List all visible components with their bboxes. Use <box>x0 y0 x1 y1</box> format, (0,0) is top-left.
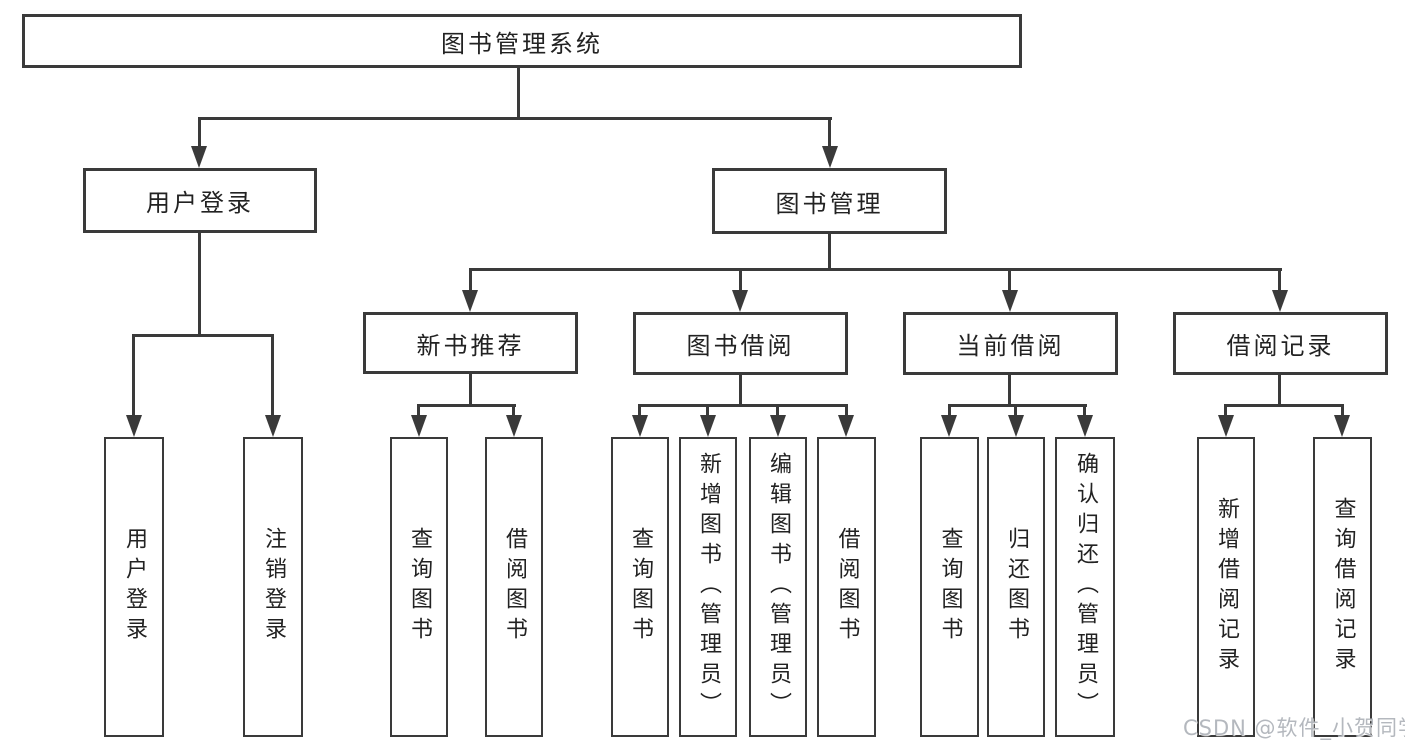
connector-line <box>1278 373 1281 407</box>
connector-line <box>132 334 274 337</box>
arrow-down-icon <box>770 415 786 437</box>
connector-line <box>1341 404 1344 420</box>
arrow-down-icon <box>1002 290 1018 312</box>
arrow-down-icon <box>126 415 142 437</box>
connector-line <box>517 67 520 120</box>
leaf-query-books-current: 查询图书 <box>920 437 979 737</box>
node-library-management-system: 图书管理系统 <box>22 14 1022 68</box>
leaf-label: 借阅图书 <box>502 527 527 647</box>
connector-line <box>417 404 420 420</box>
leaf-label: 查询图书 <box>407 527 432 647</box>
leaf-query-books-borrowing: 查询图书 <box>611 437 669 737</box>
node-new-book-recommendation: 新书推荐 <box>363 312 578 374</box>
connector-line <box>512 404 515 420</box>
connector-line <box>828 117 831 150</box>
connector-line <box>739 268 742 295</box>
node-label: 用户登录 <box>146 189 254 217</box>
node-user-login: 用户登录 <box>83 168 317 233</box>
connector-line <box>1224 404 1227 420</box>
node-book-borrowing: 图书借阅 <box>633 312 848 375</box>
leaf-label: 用户登录 <box>122 527 147 647</box>
arrow-down-icon <box>1218 415 1234 437</box>
connector-line <box>469 268 1282 271</box>
leaf-user-login: 用户登录 <box>104 437 164 737</box>
arrow-down-icon <box>265 415 281 437</box>
arrow-down-icon <box>411 415 427 437</box>
node-label: 图书管理系统 <box>441 29 603 58</box>
connector-line <box>1008 373 1011 407</box>
connector-line <box>198 231 201 337</box>
connector-line <box>948 404 1087 407</box>
node-label: 图书管理 <box>775 189 884 218</box>
arrow-down-icon <box>822 146 838 168</box>
arrow-down-icon <box>941 415 957 437</box>
leaf-label: 查询图书 <box>628 527 653 647</box>
leaf-borrow-books-borrowing: 借阅图书 <box>817 437 876 737</box>
arrow-down-icon <box>191 146 207 168</box>
node-book-management: 图书管理 <box>712 168 947 234</box>
connector-line <box>638 404 641 420</box>
connector-line <box>1083 404 1086 420</box>
leaf-query-books-recommendation: 查询图书 <box>390 437 448 737</box>
arrow-down-icon <box>462 290 478 312</box>
leaf-add-borrow-record: 新增借阅记录 <box>1197 437 1255 737</box>
connector-line <box>132 334 135 418</box>
arrow-down-icon <box>1334 415 1350 437</box>
connector-line <box>271 334 274 418</box>
leaf-label: 借阅图书 <box>834 527 860 647</box>
arrow-down-icon <box>632 415 648 437</box>
node-label: 当前借阅 <box>956 332 1065 360</box>
leaf-label: 查询图书 <box>937 527 963 647</box>
node-label: 借阅记录 <box>1226 332 1335 360</box>
connector-line <box>638 404 848 407</box>
connector-line <box>1224 404 1344 407</box>
arrow-down-icon <box>700 415 716 437</box>
connector-line <box>1008 268 1011 295</box>
connector-line <box>469 268 472 295</box>
watermark-csdn: CSDN @软件_小贺同学 <box>1183 716 1405 740</box>
leaf-label: 注销登录 <box>261 527 286 647</box>
leaf-label: 编辑图书（管理员） <box>766 452 791 722</box>
node-label: 新书推荐 <box>416 331 525 360</box>
leaf-return-books: 归还图书 <box>987 437 1045 737</box>
arrow-down-icon <box>838 415 854 437</box>
leaf-edit-books-admin: 编辑图书（管理员） <box>749 437 807 737</box>
arrow-down-icon <box>506 415 522 437</box>
connector-line <box>417 404 516 407</box>
node-borrowing-records: 借阅记录 <box>1173 312 1388 375</box>
arrow-down-icon <box>1272 290 1288 312</box>
connector-line <box>198 117 832 120</box>
connector-line <box>469 372 472 407</box>
connector-line <box>739 373 742 407</box>
arrow-down-icon <box>1077 415 1093 437</box>
leaf-query-borrow-record: 查询借阅记录 <box>1313 437 1372 737</box>
connector-line <box>706 404 709 420</box>
leaf-label: 确认归还（管理员） <box>1073 452 1098 722</box>
connector-line <box>845 404 848 420</box>
arrow-down-icon <box>732 290 748 312</box>
connector-line <box>198 117 201 150</box>
connector-line <box>948 404 951 420</box>
connector-line <box>776 404 779 420</box>
node-label: 图书借阅 <box>686 332 795 360</box>
leaf-logout: 注销登录 <box>243 437 303 737</box>
leaf-label: 归还图书 <box>1004 527 1029 647</box>
leaf-label: 新增借阅记录 <box>1214 497 1239 677</box>
leaf-confirm-return-admin: 确认归还（管理员） <box>1055 437 1115 737</box>
arrow-down-icon <box>1008 415 1024 437</box>
leaf-label: 查询借阅记录 <box>1330 497 1356 677</box>
node-current-borrowing: 当前借阅 <box>903 312 1118 375</box>
connector-line <box>828 232 831 270</box>
connector-line <box>1014 404 1017 420</box>
connector-line <box>1278 268 1281 295</box>
leaf-borrow-books-recommendation: 借阅图书 <box>485 437 543 737</box>
leaf-label: 新增图书（管理员） <box>696 452 721 722</box>
leaf-add-books-admin: 新增图书（管理员） <box>679 437 737 737</box>
